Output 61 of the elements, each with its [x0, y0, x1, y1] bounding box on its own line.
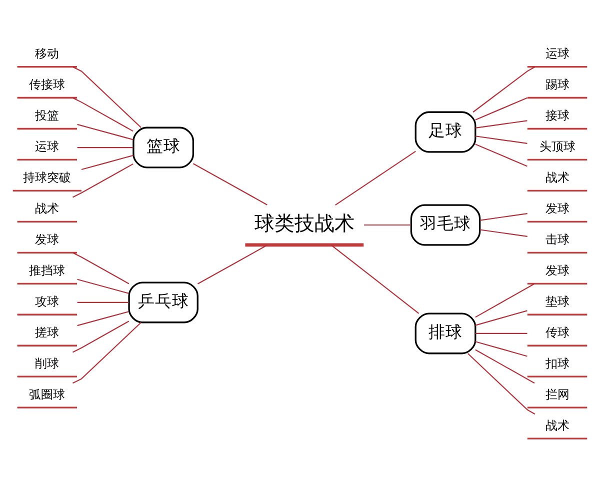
node-text: 发球 [545, 201, 570, 216]
connector [72, 252, 130, 284]
connector [475, 348, 535, 384]
connector [472, 66, 536, 112]
node-text: 垫球 [545, 294, 570, 308]
node-box: 羽毛球 [410, 204, 481, 246]
connector [475, 120, 528, 128]
node-text: 运球 [35, 139, 60, 154]
connector [475, 340, 528, 356]
connector [72, 66, 142, 128]
node-text: 推挡球 [29, 263, 66, 278]
connector [72, 96, 134, 132]
connector [77, 301, 129, 303]
connector [480, 212, 528, 220]
node-text: 削球 [35, 356, 60, 370]
node-text: 传球 [545, 325, 570, 340]
node-text: 头顶球 [539, 139, 576, 154]
connector [72, 320, 130, 352]
node-text: 接球 [545, 108, 570, 122]
node-text: 持球突破 [23, 170, 72, 184]
node-text: 战术 [545, 418, 570, 432]
node-text: 拦网 [545, 387, 570, 402]
connector [77, 146, 134, 148]
connector [77, 278, 129, 294]
node-text: 投篮 [35, 108, 60, 122]
connector [480, 228, 528, 236]
connector [72, 162, 134, 198]
connector [475, 282, 535, 318]
connector [467, 352, 536, 414]
connector [192, 162, 268, 205]
connector [475, 96, 528, 120]
node-text: 弧圈球 [29, 387, 66, 402]
connector [77, 310, 129, 326]
node-text: 发球 [35, 232, 60, 246]
node-box: 篮球 [132, 126, 194, 168]
node-text: 运球 [545, 46, 570, 60]
connector [475, 135, 528, 144]
node-text: 扣球 [545, 356, 570, 370]
node-text: 攻球 [35, 294, 60, 308]
node-text: 战术 [35, 201, 60, 216]
connector [335, 150, 416, 206]
connector [475, 143, 528, 166]
node-box: 排球 [414, 312, 476, 354]
connector [475, 310, 528, 326]
node-text: 传接球 [29, 77, 66, 92]
connector [475, 332, 528, 334]
node-text: 击球 [545, 232, 570, 246]
node-text: 搓球 [35, 325, 60, 340]
connector [77, 123, 134, 140]
node-text: 移动 [35, 46, 60, 60]
connector [330, 244, 420, 314]
connector [72, 322, 142, 384]
connector [81, 154, 134, 170]
node-text: 战术 [545, 170, 570, 184]
node-box: 足球 [414, 110, 476, 152]
node-text: 球类技战术 [254, 211, 354, 234]
connector [197, 244, 268, 284]
node-text: 踢球 [545, 77, 570, 92]
connector [364, 224, 411, 226]
node-text: 发球 [545, 263, 570, 278]
node-box: 乒乓球 [128, 281, 198, 323]
